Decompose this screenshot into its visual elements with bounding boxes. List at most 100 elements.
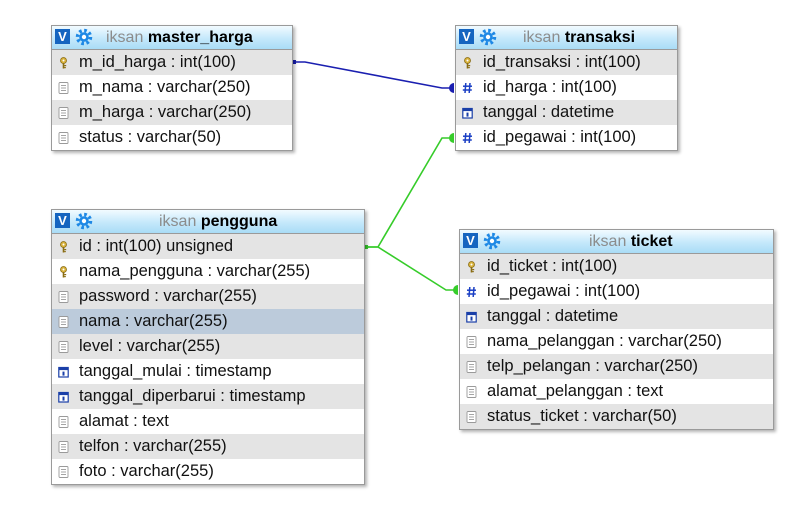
table-master_harga[interactable]: V iksan master_harga m_id_harga : int(10… bbox=[51, 25, 293, 151]
text-column-icon bbox=[58, 291, 69, 303]
text-column-icon bbox=[58, 82, 69, 94]
column-definition: nama_pelanggan : varchar(250) bbox=[487, 332, 722, 350]
toggle-columns-button[interactable]: V bbox=[55, 29, 70, 44]
table-name: transaksi bbox=[564, 29, 636, 46]
column-definition: password : varchar(255) bbox=[79, 287, 257, 305]
date-column-icon bbox=[462, 107, 473, 119]
key-icon bbox=[464, 57, 471, 69]
column-definition: id : int(100) unsigned bbox=[79, 237, 234, 255]
column-definition: id_harga : int(100) bbox=[483, 78, 617, 96]
column-row[interactable]: m_id_harga : int(100) bbox=[52, 50, 292, 75]
column-definition: telp_pelangan : varchar(250) bbox=[487, 357, 698, 375]
column-definition: tanggal : datetime bbox=[483, 103, 615, 121]
column-row[interactable]: telp_pelangan : varchar(250) bbox=[460, 354, 773, 379]
database-name: iksan bbox=[523, 29, 561, 46]
table-title: iksan transaksi bbox=[523, 29, 635, 47]
text-column-icon bbox=[58, 466, 69, 478]
column-row[interactable]: foto : varchar(255) bbox=[52, 459, 364, 484]
column-row[interactable]: telfon : varchar(255) bbox=[52, 434, 364, 459]
column-definition: tanggal_diperbarui : timestamp bbox=[79, 387, 306, 405]
relation-end-pengguna bbox=[364, 245, 368, 249]
column-definition: m_nama : varchar(250) bbox=[79, 78, 251, 96]
table-header[interactable]: V iksan pengguna bbox=[52, 210, 364, 234]
column-row[interactable]: m_nama : varchar(250) bbox=[52, 75, 292, 100]
relation-end-ticket-pegawai bbox=[453, 285, 458, 295]
relation-end-master_harga bbox=[292, 60, 296, 64]
text-column-icon bbox=[466, 411, 477, 423]
text-column-icon bbox=[466, 386, 477, 398]
relation-line-pengguna-ticket bbox=[365, 246, 457, 291]
column-row[interactable]: id_pegawai : int(100) bbox=[456, 125, 677, 150]
column-definition: foto : varchar(255) bbox=[79, 462, 214, 480]
column-row[interactable]: status : varchar(50) bbox=[52, 125, 292, 150]
database-name: iksan bbox=[106, 29, 144, 46]
text-column-icon bbox=[58, 107, 69, 119]
column-list: m_id_harga : int(100) m_nama : varchar(25… bbox=[52, 50, 292, 150]
table-name: pengguna bbox=[200, 213, 278, 230]
table-ticket[interactable]: V iksan ticket id_ticket : int(100)id_pe… bbox=[459, 229, 774, 430]
column-definition: m_harga : varchar(250) bbox=[79, 103, 252, 121]
column-row[interactable]: id_harga : int(100) bbox=[456, 75, 677, 100]
column-list: id_ticket : int(100)id_pegawai : int(100… bbox=[460, 254, 773, 429]
text-column-icon bbox=[58, 441, 69, 453]
gear-icon[interactable] bbox=[75, 28, 93, 46]
column-definition: level : varchar(255) bbox=[79, 337, 221, 355]
toggle-columns-button[interactable]: V bbox=[463, 233, 478, 248]
table-title: iksan ticket bbox=[589, 233, 673, 251]
table-transaksi[interactable]: V iksan transaksi id_transaksi : int(100… bbox=[455, 25, 678, 151]
database-name: iksan bbox=[159, 213, 197, 230]
toggle-columns-button[interactable]: V bbox=[459, 29, 474, 44]
table-title: iksan master_harga bbox=[106, 29, 253, 47]
column-row[interactable]: tanggal_diperbarui : timestamp bbox=[52, 384, 364, 409]
numeric-column-icon bbox=[466, 286, 476, 298]
gear-icon[interactable] bbox=[75, 212, 93, 230]
column-definition: status_ticket : varchar(50) bbox=[487, 407, 677, 425]
column-definition: tanggal_mulai : timestamp bbox=[79, 362, 272, 380]
text-column-icon bbox=[466, 336, 477, 348]
column-definition: nama : varchar(255) bbox=[79, 312, 228, 330]
column-definition: id_transaksi : int(100) bbox=[483, 53, 641, 71]
column-row[interactable]: m_harga : varchar(250) bbox=[52, 100, 292, 125]
column-row[interactable]: level : varchar(255) bbox=[52, 334, 364, 359]
column-list: id_transaksi : int(100) id_harga : int(10… bbox=[456, 50, 677, 150]
numeric-column-icon bbox=[462, 132, 472, 144]
key-icon bbox=[60, 266, 67, 278]
date-column-icon bbox=[466, 311, 477, 323]
column-definition: alamat_pelanggan : text bbox=[487, 382, 664, 400]
column-row[interactable]: id_pegawai : int(100) bbox=[460, 279, 773, 304]
column-definition: m_id_harga : int(100) bbox=[79, 53, 236, 71]
table-header[interactable]: V iksan transaksi bbox=[456, 26, 677, 50]
numeric-column-icon bbox=[462, 82, 472, 94]
table-pengguna[interactable]: V iksan pengguna id : int(100) unsigned n… bbox=[51, 209, 365, 485]
key-icon bbox=[468, 261, 475, 273]
table-header[interactable]: V iksan ticket bbox=[460, 230, 773, 254]
column-list: id : int(100) unsigned nama_pengguna : va… bbox=[52, 234, 364, 484]
database-name: iksan bbox=[589, 233, 627, 250]
table-header[interactable]: V iksan master_harga bbox=[52, 26, 292, 50]
relation-line-master_harga-transaksi bbox=[292, 61, 453, 89]
text-column-icon bbox=[58, 132, 69, 144]
relation-line-pengguna-transaksi bbox=[365, 137, 453, 248]
key-icon bbox=[60, 241, 67, 253]
column-row[interactable]: nama_pengguna : varchar(255) bbox=[52, 259, 364, 284]
column-definition: nama_pengguna : varchar(255) bbox=[79, 262, 311, 280]
toggle-columns-button[interactable]: V bbox=[55, 213, 70, 228]
column-row[interactable]: alamat_pelanggan : text bbox=[460, 379, 773, 404]
column-row[interactable]: tanggal : datetime bbox=[460, 304, 773, 329]
column-definition: alamat : text bbox=[79, 412, 169, 430]
gear-icon[interactable] bbox=[483, 232, 501, 250]
column-row[interactable]: tanggal_mulai : timestamp bbox=[52, 359, 364, 384]
key-icon bbox=[60, 57, 67, 69]
column-row[interactable]: nama_pelanggan : varchar(250) bbox=[460, 329, 773, 354]
column-definition: status : varchar(50) bbox=[79, 128, 222, 146]
column-row[interactable]: id_transaksi : int(100) bbox=[456, 50, 677, 75]
column-row[interactable]: tanggal : datetime bbox=[456, 100, 677, 125]
column-row[interactable]: nama : varchar(255) bbox=[52, 309, 364, 334]
column-row[interactable]: password : varchar(255) bbox=[52, 284, 364, 309]
gear-icon[interactable] bbox=[479, 28, 497, 46]
column-row[interactable]: id : int(100) unsigned bbox=[52, 234, 364, 259]
column-row[interactable]: alamat : text bbox=[52, 409, 364, 434]
column-row[interactable]: status_ticket : varchar(50) bbox=[460, 404, 773, 429]
column-row[interactable]: id_ticket : int(100) bbox=[460, 254, 773, 279]
